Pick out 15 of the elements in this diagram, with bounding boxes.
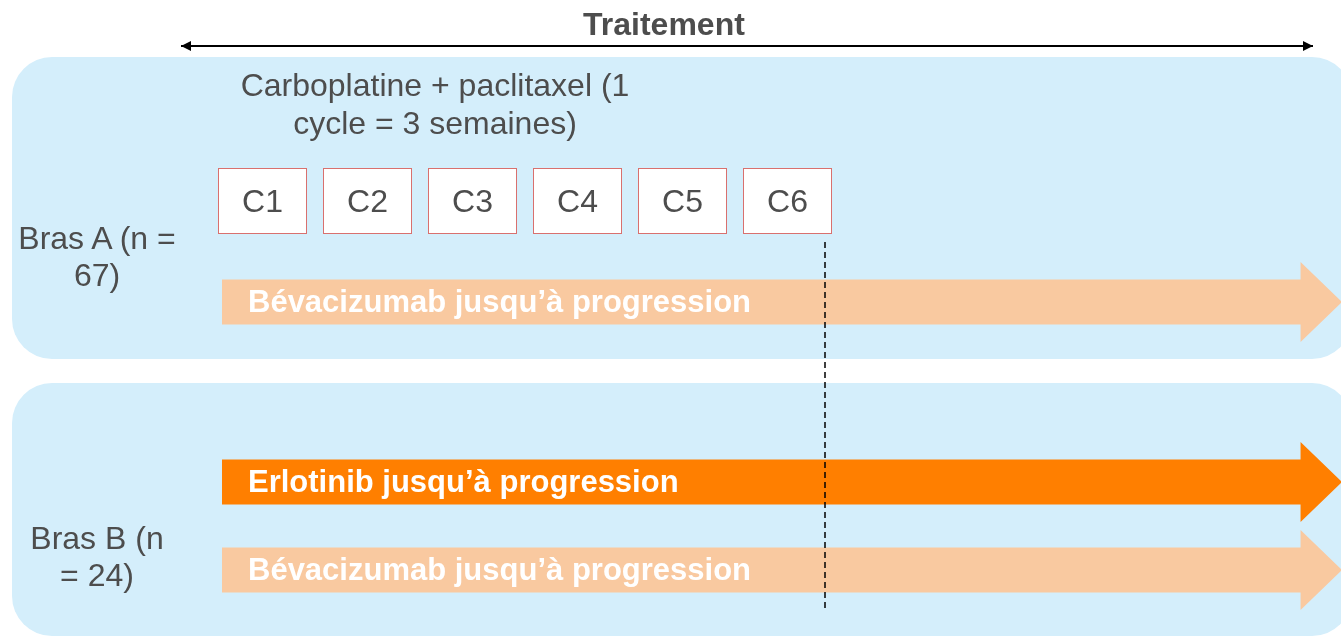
title: Traitement — [583, 6, 745, 43]
cycle-box: C1 — [218, 168, 307, 234]
cycle-box: C2 — [323, 168, 412, 234]
treatment-arrow: Bévacizumab jusqu’à progression — [222, 262, 1341, 342]
arm-panel — [12, 57, 1341, 359]
arm-panel — [12, 383, 1341, 636]
cycle-box: C5 — [638, 168, 727, 234]
cycle-box: C3 — [428, 168, 517, 234]
arm-label: Bras A (n = 67) — [17, 220, 177, 294]
arm-label: Bras B (n = 24) — [29, 520, 165, 594]
cycle-box: C4 — [533, 168, 622, 234]
treatment-arrow: Bévacizumab jusqu’à progression — [222, 530, 1341, 610]
regimen-note: Carboplatine + paclitaxel (1 cycle = 3 semaines) — [239, 66, 631, 142]
cycle-box: C6 — [743, 168, 832, 234]
treatment-arrow: Erlotinib jusqu’à progression — [222, 442, 1341, 522]
